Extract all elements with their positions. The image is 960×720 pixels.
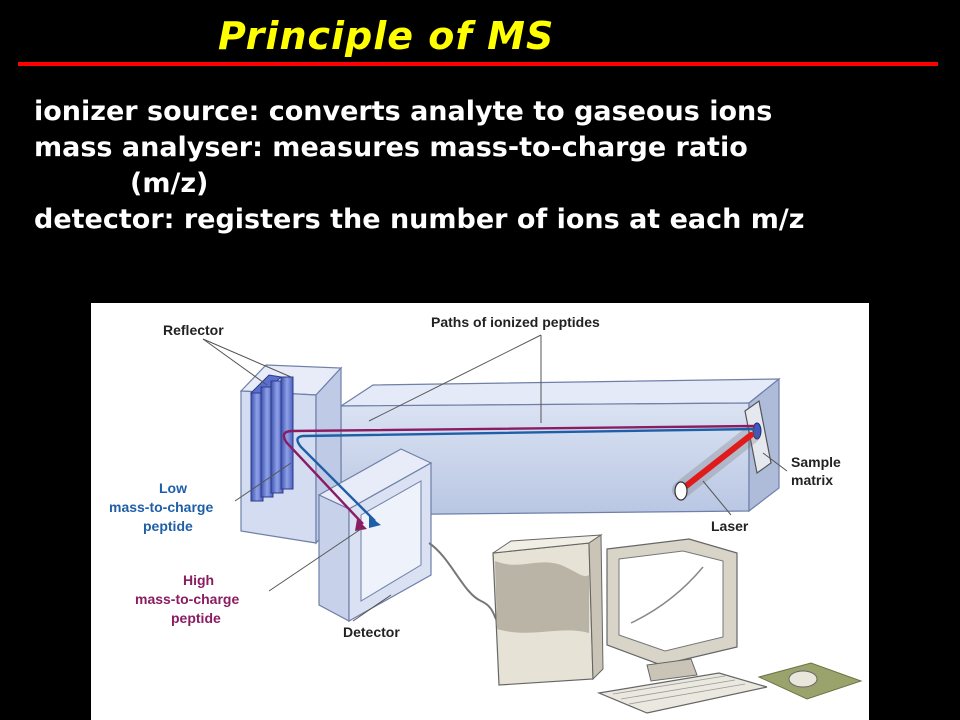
computer-monitor <box>606 538 738 682</box>
label-detector: Detector <box>343 624 400 640</box>
leader-lines <box>202 334 788 622</box>
label-laser: Laser <box>711 518 749 534</box>
label-low-1: Low <box>159 480 187 496</box>
label-high-3: peptide <box>171 610 221 626</box>
label-high-1: High <box>183 572 214 588</box>
bullet-mass-analyser-cont: (m/z) <box>130 168 209 199</box>
slide-title: Principle of MS <box>218 14 555 58</box>
label-sample-2: matrix <box>791 472 833 488</box>
label-reflector: Reflector <box>163 322 224 338</box>
mouse-pad <box>757 662 863 700</box>
computer-tower <box>492 534 604 686</box>
bullet-mass-analyser: mass analyser: measures mass-to-charge r… <box>34 132 748 163</box>
label-low-2: mass-to-charge <box>109 499 213 515</box>
laser-beam <box>672 426 760 501</box>
keyboard <box>596 672 768 714</box>
label-paths: Paths of ionized peptides <box>431 314 600 330</box>
label-sample-1: Sample <box>791 454 841 470</box>
sample-plate <box>744 399 772 475</box>
bullet-list: ionizer source: converts analyte to gase… <box>34 94 804 238</box>
diagram-svg: Reflector Paths of ionized peptides Samp… <box>109 314 863 714</box>
reflector-plates <box>249 374 294 502</box>
ion-paths <box>282 424 756 531</box>
bullet-detector: detector: registers the number of ions a… <box>34 204 805 235</box>
detector-box <box>317 448 433 623</box>
bullet-ionizer: ionizer source: converts analyte to gase… <box>34 96 773 127</box>
label-low-3: peptide <box>143 518 193 534</box>
title-underline <box>18 62 938 66</box>
label-high-2: mass-to-charge <box>135 591 239 607</box>
maldi-tof-diagram: Reflector Paths of ionized peptides Samp… <box>91 303 869 720</box>
